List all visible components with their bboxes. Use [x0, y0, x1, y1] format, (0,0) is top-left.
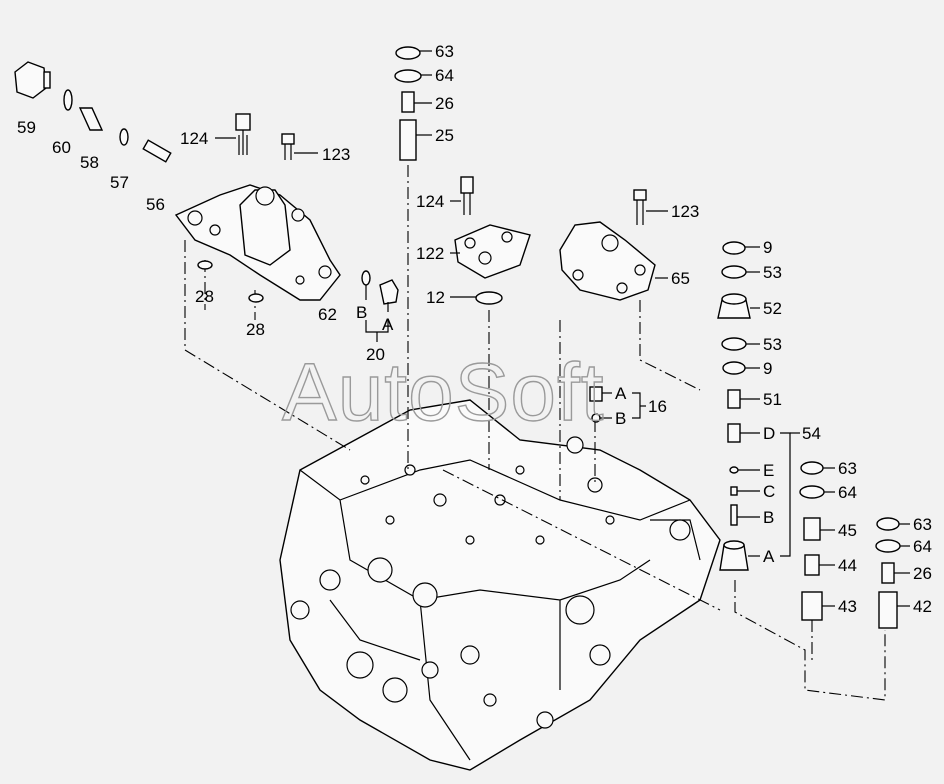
- cover-122: [454, 224, 531, 279]
- o-ring-63-b: [800, 461, 824, 475]
- plug-52-top: [721, 293, 747, 305]
- washer-57: [119, 128, 129, 146]
- plug-16: [589, 386, 603, 423]
- o-ring-53-a: [721, 265, 747, 279]
- bolt-124-left: [235, 113, 251, 155]
- callout-ticks: [215, 50, 910, 607]
- callout-54-b: B: [763, 508, 774, 527]
- o-ring-64-b: [799, 485, 825, 499]
- spool-56: [142, 139, 172, 163]
- callout-63-a: 63: [435, 42, 454, 61]
- callout-26-b: 26: [913, 564, 932, 583]
- callout-59: 59: [17, 118, 36, 137]
- cover-62: [174, 184, 341, 301]
- spring-26-b: [881, 562, 895, 584]
- spring-58: [78, 107, 104, 131]
- plug-20a: [379, 279, 399, 305]
- part-54a-top: [723, 540, 745, 550]
- callout-123-b: 123: [671, 202, 699, 221]
- callout-54-e: E: [763, 461, 774, 480]
- callout-62: 62: [318, 305, 337, 324]
- callout-20-b: B: [356, 303, 367, 322]
- spring-26-a: [401, 91, 415, 113]
- callout-124-b: 124: [416, 192, 444, 211]
- leader-lines: [184, 165, 886, 701]
- callout-54-d: D: [763, 424, 775, 443]
- callout-51: 51: [763, 390, 782, 409]
- callout-43: 43: [838, 597, 857, 616]
- part-54c: [730, 486, 738, 496]
- o-ring-60: [63, 89, 73, 111]
- plug-43: [801, 591, 823, 621]
- plug-45: [803, 517, 821, 541]
- callout-28-b: 28: [246, 320, 265, 339]
- bolt-123-left: [281, 133, 295, 160]
- spring-44: [804, 554, 820, 576]
- cover-65: [559, 221, 656, 301]
- part-54e: [729, 466, 739, 474]
- o-ring-28-b: [248, 293, 264, 303]
- o-ring-12: [475, 291, 503, 305]
- callout-12: 12: [426, 288, 445, 307]
- watermark-text: AutoSoft: [282, 347, 605, 438]
- callout-60: 60: [52, 138, 71, 157]
- o-ring-64-a: [394, 69, 422, 83]
- callout-44: 44: [838, 556, 857, 575]
- plug-42: [878, 591, 898, 629]
- callout-16: 16: [648, 397, 667, 416]
- callout-64-b: 64: [838, 483, 857, 502]
- part-54d: [727, 423, 741, 443]
- callout-52: 52: [763, 299, 782, 318]
- control-valve-block: [279, 399, 721, 771]
- callout-63-b: 63: [838, 459, 857, 478]
- callout-58: 58: [80, 153, 99, 172]
- callout-123-a: 123: [322, 145, 350, 164]
- callout-26-a: 26: [435, 94, 454, 113]
- o-ring-63-a: [395, 46, 421, 60]
- callout-28-a: 28: [195, 287, 214, 306]
- part-54b: [730, 504, 738, 526]
- callout-42: 42: [913, 597, 932, 616]
- callout-labels: 59 60 58 57 56 124 123 28 28 62 B A 20 6…: [17, 42, 932, 616]
- o-ring-63-c: [876, 517, 900, 531]
- callout-64-a: 64: [435, 66, 454, 85]
- callout-53-a: 53: [763, 263, 782, 282]
- o-ring-53-b: [721, 337, 747, 351]
- callout-9-a: 9: [763, 238, 772, 257]
- callout-64-c: 64: [913, 537, 932, 556]
- callout-20: 20: [366, 345, 385, 364]
- callout-20-a: A: [382, 315, 394, 334]
- callout-54: 54: [802, 424, 821, 443]
- callout-54-c: C: [763, 482, 775, 501]
- plug-59: [14, 61, 51, 99]
- o-ring-64-c: [875, 539, 901, 553]
- callout-25: 25: [435, 126, 454, 145]
- o-ring-28-a: [197, 260, 213, 270]
- callout-9-b: 9: [763, 359, 772, 378]
- callout-56: 56: [146, 195, 165, 214]
- o-ring-20b: [361, 270, 371, 286]
- callout-63-c: 63: [913, 515, 932, 534]
- o-ring-9-a: [722, 241, 746, 255]
- callout-122: 122: [416, 244, 444, 263]
- callout-53-b: 53: [763, 335, 782, 354]
- callout-54-a: A: [763, 547, 775, 566]
- bolt-124-center: [460, 176, 474, 215]
- callout-124-a: 124: [180, 129, 208, 148]
- callout-16-b: B: [615, 409, 626, 428]
- callout-16-a: A: [615, 384, 627, 403]
- plug-25: [399, 119, 417, 161]
- callout-45: 45: [838, 521, 857, 540]
- o-ring-9-b: [722, 361, 746, 375]
- spring-51: [727, 389, 741, 409]
- callout-57: 57: [110, 173, 129, 192]
- bolt-123-right: [633, 189, 647, 225]
- callout-65: 65: [671, 269, 690, 288]
